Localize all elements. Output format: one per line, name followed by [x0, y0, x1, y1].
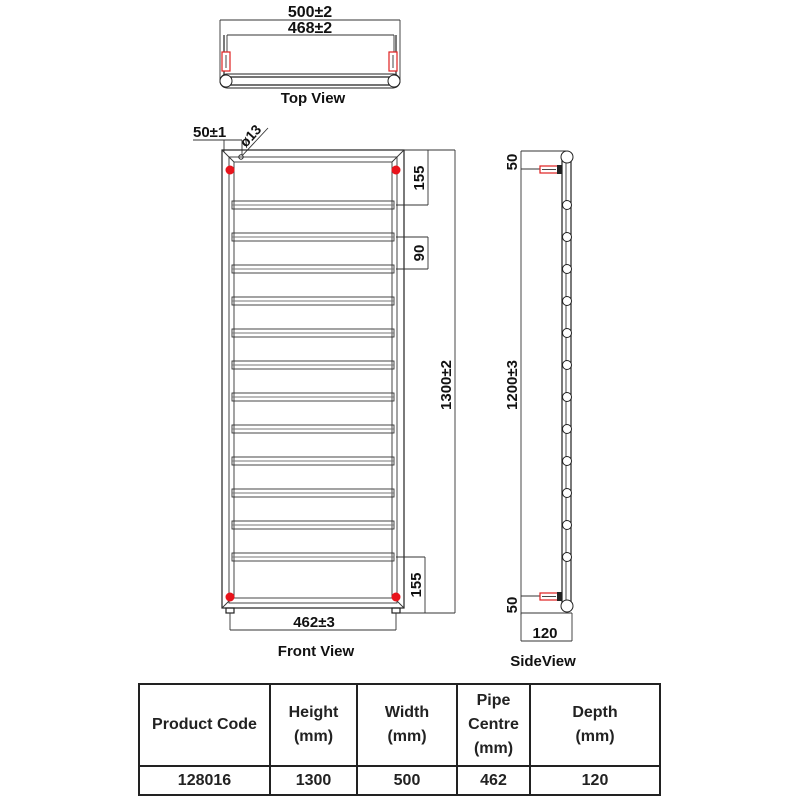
side-view-label: SideView	[510, 653, 576, 670]
dim-pipe-diameter: ø13	[236, 121, 264, 150]
dim-overall-height: 1300±2	[438, 360, 455, 410]
dim-top-section: 155	[411, 165, 428, 190]
dim-pipe-centre: 462±3	[293, 614, 335, 631]
spec-table: Product Code Height (mm) Width (mm) Pipe…	[138, 683, 661, 796]
cell-product-code: 128016	[138, 765, 271, 796]
cell-pipe-centre: 462	[456, 765, 531, 796]
dim-side-bottom-offset: 50	[504, 597, 521, 614]
spec-header-row: Product Code Height (mm) Width (mm) Pipe…	[138, 683, 661, 767]
connection-bottom-right	[391, 592, 401, 602]
connection-top-right	[391, 165, 401, 175]
side-view: 1200±3 50 50	[504, 150, 576, 670]
heated-bars	[231, 200, 395, 562]
dim-overall-width: 500±2	[288, 4, 332, 21]
connection-bottom-left	[225, 592, 235, 602]
table-row: 128016 1300 500 462 120	[138, 765, 661, 796]
header-width: Width (mm)	[356, 683, 458, 767]
header-pipe-centre: Pipe Centre (mm)	[456, 683, 531, 767]
dim-bottom-section: 155	[408, 572, 425, 597]
top-view: 500±2 468±2 Top View	[219, 4, 401, 107]
technical-drawing: 500±2 468±2 Top View 50±1 ø13	[193, 4, 576, 670]
side-bar-ends	[562, 200, 572, 562]
cell-depth: 120	[529, 765, 661, 796]
dim-bar-spacing: 90	[411, 245, 428, 262]
dim-side-top-offset: 50	[504, 154, 521, 171]
front-view-label: Front View	[278, 643, 355, 660]
dim-inner-width: 468±2	[288, 20, 332, 37]
front-view: 50±1 ø13	[193, 121, 456, 660]
dim-side-height: 1200±3	[504, 360, 521, 410]
header-product-code: Product Code	[138, 683, 271, 767]
header-depth: Depth (mm)	[529, 683, 661, 767]
cell-height: 1300	[269, 765, 358, 796]
header-height: Height (mm)	[269, 683, 358, 767]
dim-corner-offset: 50±1	[193, 124, 226, 141]
cell-width: 500	[356, 765, 458, 796]
connection-top-left	[225, 165, 235, 175]
dim-depth: 120	[532, 625, 557, 642]
top-view-label: Top View	[281, 90, 346, 107]
